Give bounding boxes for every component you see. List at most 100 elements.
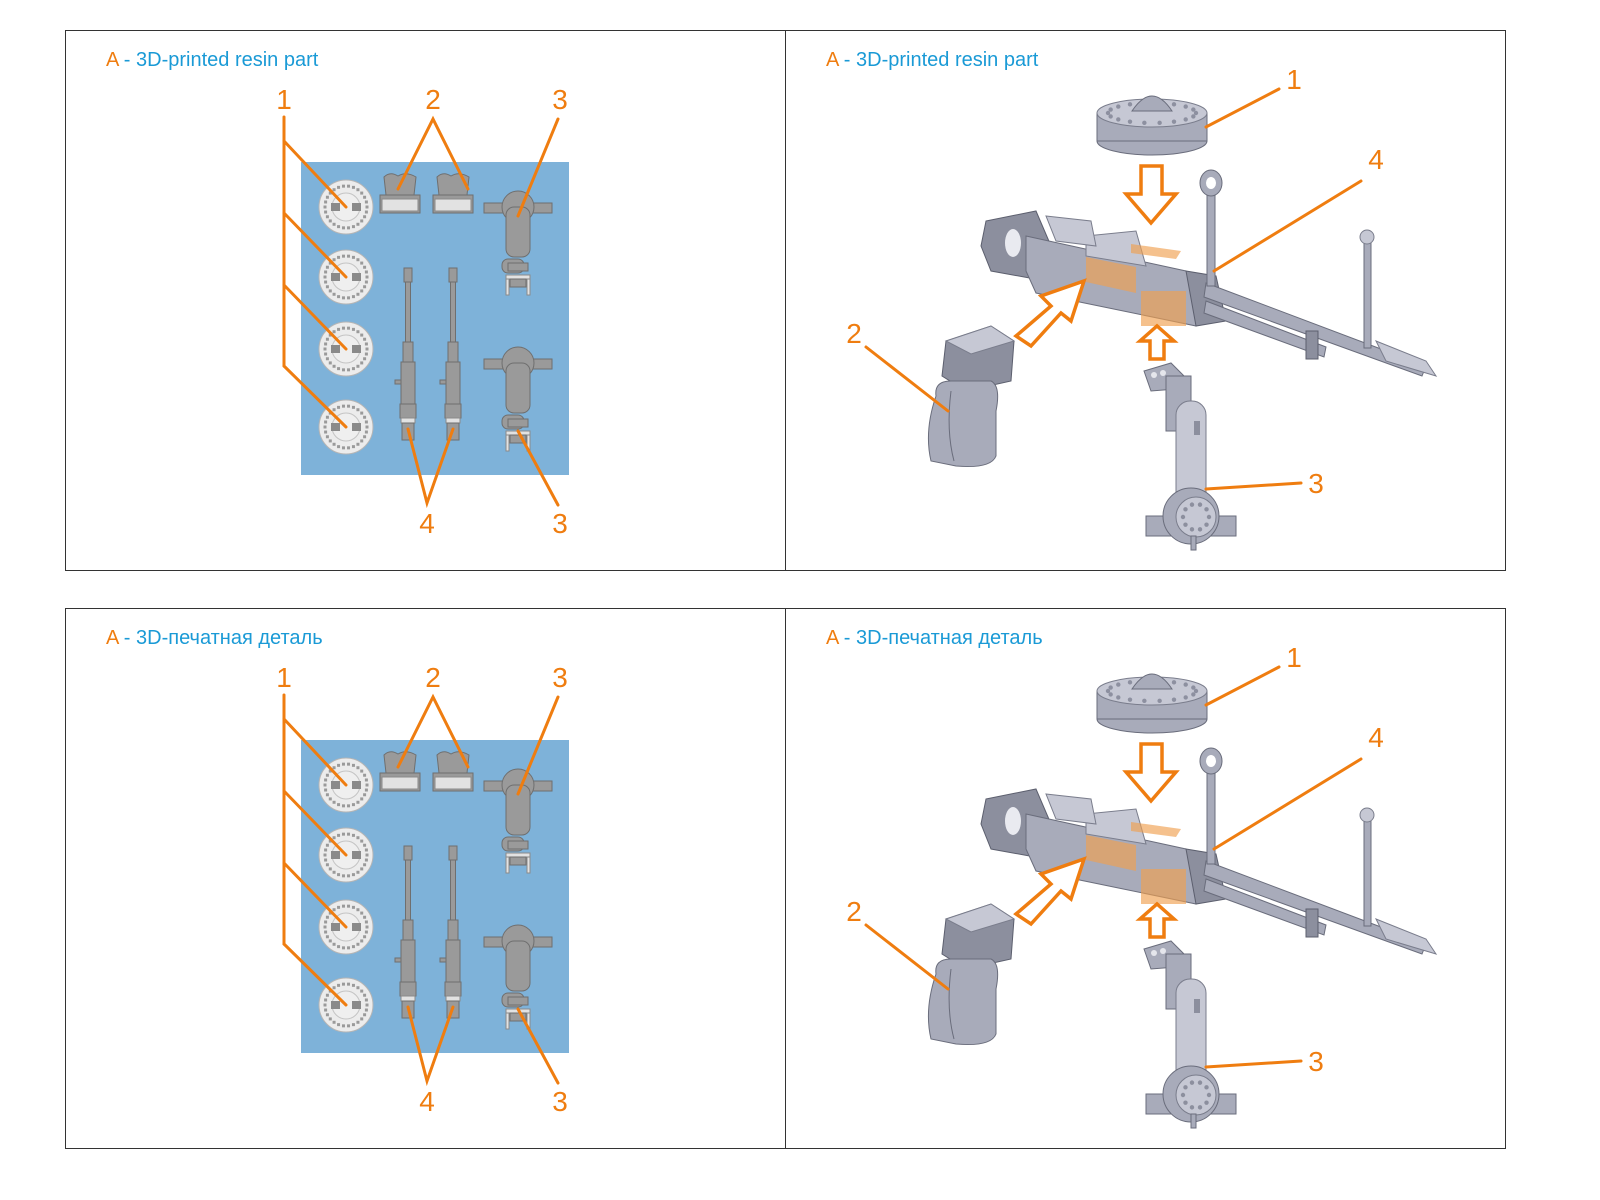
drum-round [1157, 120, 1162, 126]
drum-round [1105, 110, 1111, 116]
drum-digit [351, 873, 355, 877]
drum-digit [328, 289, 332, 293]
drum-digit [323, 1003, 327, 1007]
callout-3-top: 3 [516, 662, 568, 796]
drum-digit [332, 258, 336, 262]
drum-digit [363, 1013, 367, 1017]
drum-digit [332, 364, 336, 368]
leader-line [1204, 1059, 1303, 1069]
drum-digit [337, 295, 341, 299]
drum-digit [323, 925, 327, 929]
drum-digit [341, 184, 345, 188]
drum-digit [324, 858, 328, 862]
drum-digit [364, 848, 368, 852]
drum-digit [332, 292, 336, 296]
callout-number: 2 [425, 84, 441, 115]
callout-number: 1 [1286, 64, 1302, 95]
drum-digit [325, 285, 329, 289]
drum-digit [325, 843, 329, 847]
drum-digit [351, 445, 355, 449]
receiver-window [1005, 229, 1021, 257]
drum-digit [324, 778, 328, 782]
drum-digit [351, 367, 355, 371]
drum-digit [341, 904, 345, 908]
drum-latch [331, 851, 340, 859]
drum-round [1191, 114, 1196, 119]
drum-digit [341, 982, 345, 986]
drum-digit [324, 200, 328, 204]
callout-1: 1 [1204, 642, 1302, 707]
glue-area-highlight [1131, 244, 1181, 259]
drum-round [1183, 695, 1188, 700]
callout-3-top: 3 [516, 84, 568, 218]
leader-line [864, 923, 950, 991]
drum-digit [356, 942, 360, 946]
panel-title: A - 3D-printed resin part [106, 49, 318, 72]
drum-digit [360, 989, 364, 993]
leader-line [282, 789, 348, 857]
drum-digit [347, 832, 351, 836]
drum-digit [323, 425, 327, 429]
drum-digit [328, 911, 332, 915]
callout-3-bottom: 3 [516, 1007, 568, 1117]
leader-line [1212, 757, 1363, 851]
wheel-hole [1206, 514, 1212, 520]
drum-digit [351, 905, 355, 909]
drum-digit [356, 222, 360, 226]
drum-digit [325, 863, 329, 867]
callout-number: 4 [419, 508, 435, 539]
drum-digit [363, 195, 367, 199]
drum-digit [351, 763, 355, 767]
drum-digit [328, 261, 332, 265]
drum-digit [337, 873, 341, 877]
drum-digit [328, 1017, 332, 1021]
pistol-grip-icon [379, 751, 421, 792]
drum-digit [337, 945, 341, 949]
drum-latch [331, 423, 340, 431]
callout-number: 3 [552, 508, 568, 539]
drum-digit [332, 766, 336, 770]
drum-digit [325, 773, 329, 777]
drum-digit [332, 986, 336, 990]
drum-digit [325, 195, 329, 199]
machine-gun-icon [394, 845, 417, 1019]
drum-digit [332, 188, 336, 192]
drum-digit [356, 292, 360, 296]
leader-line [282, 139, 348, 209]
drum-digit [324, 342, 328, 346]
callout-number: 2 [425, 662, 441, 693]
drum-digit [351, 945, 355, 949]
drum-round [1127, 119, 1133, 124]
drum-digit [364, 788, 368, 792]
drum-digit [324, 1008, 328, 1012]
machine-gun-icon [980, 169, 1438, 377]
drum-digit [337, 803, 341, 807]
drum-latch [352, 851, 361, 859]
drum-digit [324, 420, 328, 424]
drum-digit [363, 935, 367, 939]
grip-texture [948, 390, 955, 462]
drum-digit [323, 275, 327, 279]
drum-digit [364, 858, 368, 862]
callout-4: 4 [1212, 144, 1384, 273]
drum-digit [360, 333, 364, 337]
drum-digit [324, 280, 328, 284]
drum-digit [356, 800, 360, 804]
pistol-grip-icon [432, 751, 474, 792]
callout-3: 3 [1204, 1046, 1324, 1077]
drum-digit [325, 415, 329, 419]
drum-digit [328, 361, 332, 365]
drum-digit [363, 215, 367, 219]
drum-round [1142, 698, 1147, 704]
drum-round [1183, 117, 1188, 122]
drum-digit [337, 185, 341, 189]
glue-area-highlight [1131, 822, 1181, 837]
drum-digit [332, 908, 336, 912]
leader-line [1212, 179, 1363, 273]
drum-digit [363, 773, 367, 777]
wheel-hole [1180, 1092, 1186, 1098]
drum-digit [332, 442, 336, 446]
drum-digit [324, 998, 328, 1002]
